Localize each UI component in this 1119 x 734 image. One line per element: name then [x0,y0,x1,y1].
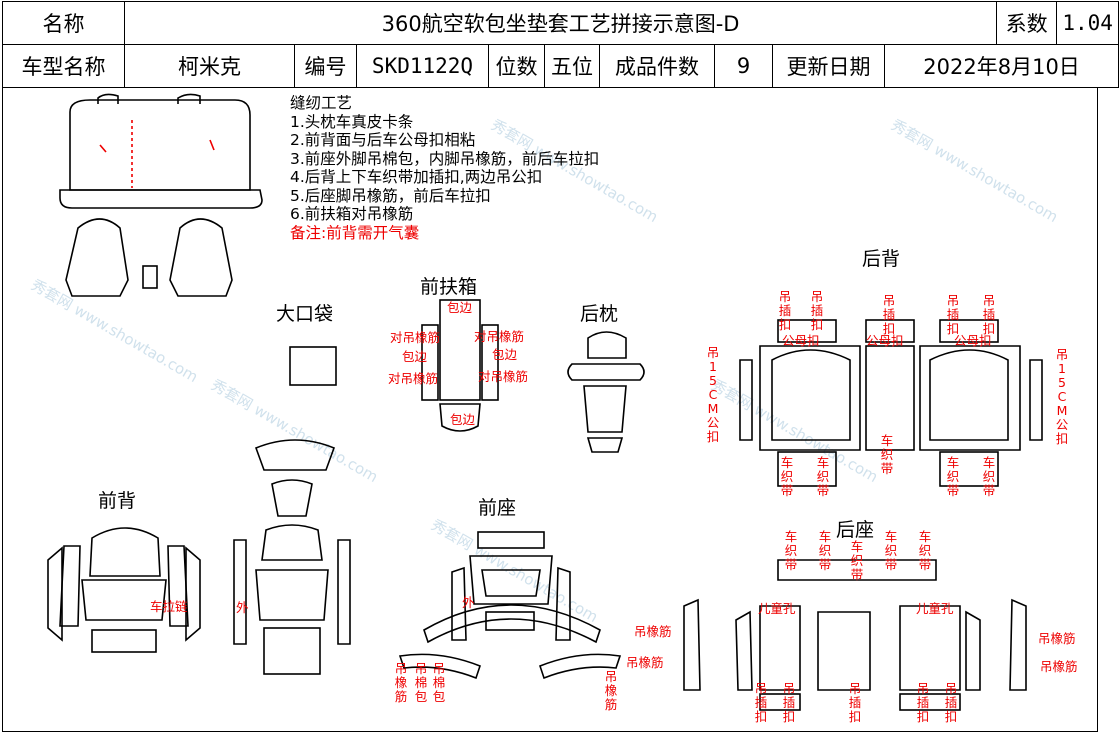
annot-hang-15cm: 吊15CM公扣 [706,345,720,444]
big-pocket-piece [289,346,337,386]
process-step: 1.头枕车真皮卡条 [290,112,414,131]
date-label: 更新日期 [772,44,885,88]
label-front-seat: 前座 [478,497,517,519]
annot-male-female-buckle: 公母扣 [782,333,820,348]
annot-pair-elastic: 对吊橡筋 [478,369,529,384]
annot-edge: 包边 [492,347,518,362]
annot-webbing: 车织带 [780,455,794,498]
annot-edge: 包边 [402,349,428,364]
annot-pull-zipper: 车拉链 [150,599,188,614]
label-rear-back: 后背 [862,248,901,270]
annot-hang-buckle: 吊插扣 [778,289,792,332]
label-big-pocket: 大口袋 [276,303,334,325]
annot-hang-buckle: 吊插扣 [946,293,960,336]
annot-hang-buckle: 吊插扣 [848,681,862,724]
pieces-label: 成品件数 [599,44,715,88]
sheet-title: 360航空软包坐垫套工艺拼接示意图-D [123,1,998,45]
annot-webbing: 车织带 [816,455,830,498]
annot-outer: 外 [462,595,475,610]
rear-bench-preview [59,93,263,209]
rear-back-pieces [739,319,1043,487]
annot-hang-elastic: 吊橡筋 [1038,631,1076,646]
process-step: 3.前座外脚吊棉包，内脚吊橡筋，前后车拉扣 [290,149,600,168]
pieces-value: 9 [714,44,773,88]
annot-hang-15cm: 吊15CM公扣 [1055,347,1069,446]
annot-pair-elastic: 对吊橡筋 [390,330,441,345]
annot-hang-buckle: 吊插扣 [882,293,896,336]
annot-hang-buckle: 吊插扣 [944,681,958,724]
drawing-frame [2,88,1098,732]
code-label: 编号 [294,44,357,88]
process-step: 2.前背面与后车公母扣相粘 [290,131,476,149]
seats-value: 五位 [544,44,600,88]
process-step: 4.后背上下车织带加插扣,两边吊公扣 [290,168,543,186]
annot-webbing: 车织带 [918,529,932,572]
annot-child-hole: 儿童孔 [916,601,954,616]
annot-hang-buckle: 吊插扣 [982,293,996,336]
label-front-armrest: 前扶箱 [420,276,478,298]
seats-label: 位数 [488,44,545,88]
process-step: 6.前扶箱对吊橡筋 [290,205,414,223]
annot-webbing: 车织带 [818,529,832,572]
annot-hang-elastic: 吊橡筋 [604,669,618,712]
front-seats-preview [65,218,233,297]
annot-webbing: 车织带 [884,529,898,572]
process-note: 备注:前背需开气囊 [290,223,420,242]
annot-outer: 外 [236,600,249,615]
label-rear-seat: 后座 [836,519,875,541]
annot-webbing: 车织带 [784,529,798,572]
annot-hang-elastic: 吊橡筋 [626,655,664,670]
front-armrest-pieces [421,299,499,432]
annot-hang-cotton-bag: 吊棉包 [432,661,446,704]
annot-hang-cotton-bag: 吊棉包 [414,661,428,704]
annot-child-hole: 儿童孔 [758,601,796,616]
label-front-back: 前背 [98,490,137,512]
series-label: 系数 [996,1,1058,45]
annot-hang-elastic: 吊橡筋 [634,624,672,639]
label-rear-pillow: 后枕 [580,303,619,325]
annot-hang-buckle: 吊插扣 [782,681,796,724]
rear-seat-pieces [683,559,1027,711]
annot-edge: 包边 [450,412,476,427]
front-seat-pieces [398,531,622,680]
date-value: 2022年8月10日 [883,44,1119,88]
annot-hang-elastic: 吊橡筋 [1040,659,1078,674]
annot-hang-buckle: 吊插扣 [810,289,824,332]
annot-hang-buckle: 吊插扣 [754,681,768,724]
annot-pair-elastic: 对吊橡筋 [474,329,525,344]
annot-male-female-buckle: 公母扣 [866,333,904,348]
model-label: 车型名称 [2,44,125,88]
annot-webbing: 车织带 [982,455,996,498]
name-label: 名称 [2,1,125,45]
rear-pillow-pieces [567,331,645,453]
annot-hang-elastic: 吊橡筋 [394,661,408,704]
process-step: 5.后座脚吊橡筋，前后车拉扣 [290,186,491,205]
model-value: 柯米克 [124,44,295,88]
annot-webbing: 车织带 [850,539,864,582]
annot-edge: 包边 [447,300,473,315]
front-back-pieces [47,439,351,675]
annot-male-female-buckle: 公母扣 [954,333,992,348]
annot-webbing: 车织带 [880,433,894,476]
annot-hang-buckle: 吊插扣 [916,681,930,724]
code-value: SKD1122Q [356,44,489,88]
process-notes: 缝纫工艺 1.头枕车真皮卡条 2.前背面与后车公母扣相粘 3.前座外脚吊棉包，内… [290,94,599,242]
annot-webbing: 车织带 [946,455,960,498]
process-title: 缝纫工艺 [290,94,353,112]
header-table: 名称 360航空软包坐垫套工艺拼接示意图-D 系数 1.04 车型名称 柯米克 … [2,1,1119,88]
annot-pair-elastic: 对吊橡筋 [388,371,439,386]
